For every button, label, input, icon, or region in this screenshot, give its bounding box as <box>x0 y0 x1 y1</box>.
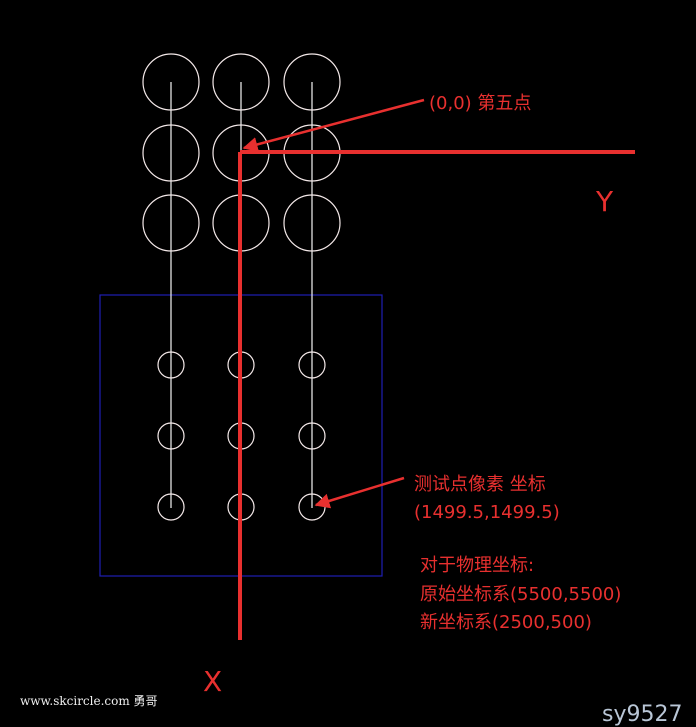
small-circle <box>157 493 185 521</box>
origin-label: (0,0) 第五点 <box>429 93 531 114</box>
x-axis-label: X <box>203 665 222 698</box>
test-point-coords: (1499.5,1499.5) <box>414 502 560 523</box>
large-circle <box>212 53 270 111</box>
corner-watermark: sy9527 <box>602 702 682 727</box>
y-axis-label: Y <box>595 185 614 218</box>
small-circle <box>157 351 185 379</box>
origin-arrow <box>242 98 425 152</box>
test-point-arrow <box>314 476 405 509</box>
small-circle <box>298 422 326 450</box>
large-circle <box>283 53 341 111</box>
new-system-label: 新坐标系(2500,500) <box>420 612 592 633</box>
small-circle <box>298 351 326 379</box>
small-circle <box>157 422 185 450</box>
test-point-title: 测试点像素 坐标 <box>414 474 546 495</box>
site-watermark: www.skcircle.com 勇哥 <box>20 694 158 708</box>
original-system-label: 原始坐标系(5500,5500) <box>420 584 621 605</box>
large-circle <box>142 53 200 111</box>
physical-coords-heading: 对于物理坐标: <box>420 555 534 576</box>
large-circle <box>283 194 341 252</box>
large-circle <box>142 194 200 252</box>
large-circle <box>142 124 200 182</box>
